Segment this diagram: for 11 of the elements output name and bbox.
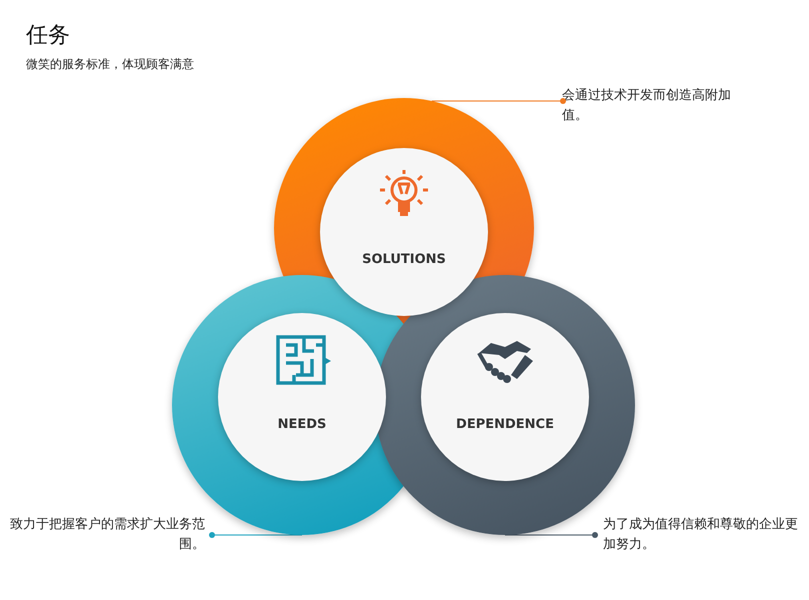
circle-label: SOLUTIONS — [361, 252, 447, 267]
callout-text: 致力于把握客户的需求扩大业务范围。 — [0, 515, 205, 555]
leader-line — [209, 532, 302, 538]
leader-line — [504, 532, 598, 538]
subtitle: 微笑的服务标准，体现顾客满意 — [26, 56, 194, 73]
callout-text: 为了成为值得信赖和尊敬的企业更加努力。 — [603, 515, 803, 555]
leader-line — [431, 98, 566, 104]
title: 任务 — [26, 22, 70, 50]
circle-label: NEEDS — [276, 417, 328, 432]
circle-label: DEPENDENCE — [455, 417, 555, 432]
callout-text: 会通过技术开发而创造高附加值。 — [562, 86, 752, 126]
